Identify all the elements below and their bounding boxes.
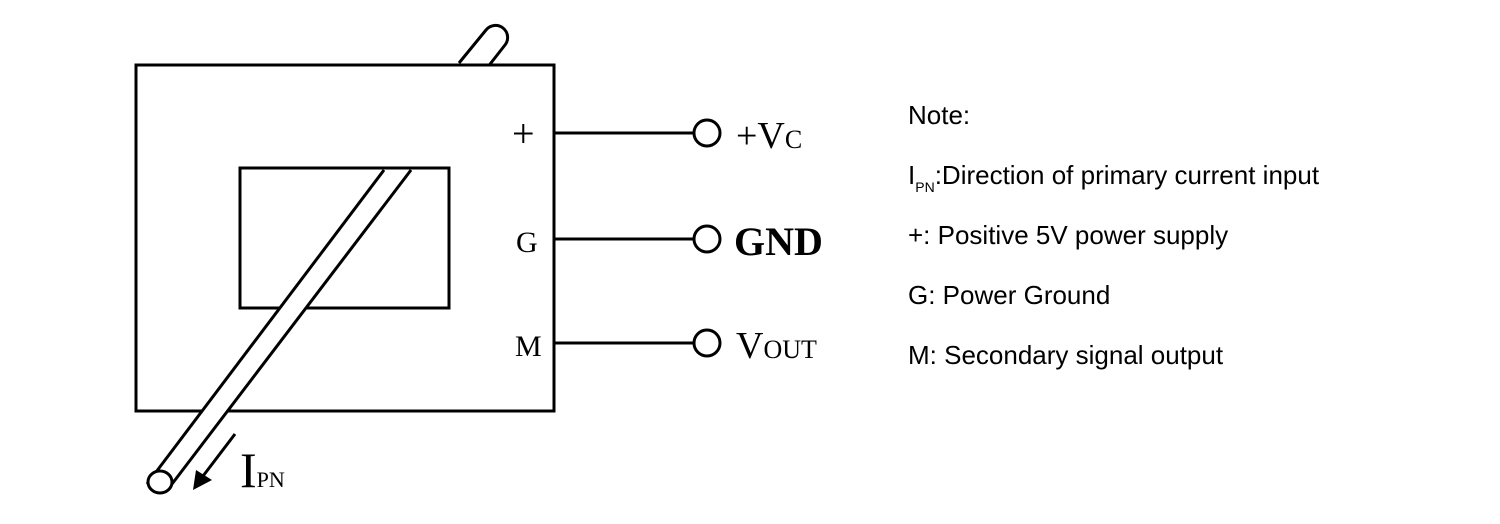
note-ipn-text: :Direction of primary current input xyxy=(934,160,1320,190)
notes-title: Note: xyxy=(908,100,971,130)
conductor-top-stub xyxy=(457,23,510,69)
note-ipn-symbol: I xyxy=(908,160,916,190)
pin-label-m: M xyxy=(515,330,542,363)
note-m: M: Secondary signal output xyxy=(908,340,1224,370)
current-direction-arrow xyxy=(193,433,237,490)
terminal-label-vout: VOUT xyxy=(736,325,817,367)
pin-plus: + +VC xyxy=(512,111,802,157)
conductor-end xyxy=(146,469,174,495)
current-label: IPN xyxy=(240,442,285,498)
pin-ground: G GND xyxy=(516,219,823,264)
primary-conductor xyxy=(145,169,413,495)
pin-label-g: G xyxy=(516,226,538,259)
note-g: G: Power Ground xyxy=(908,280,1111,310)
terminal-label-plus: +VC xyxy=(736,115,802,157)
terminal-gnd xyxy=(692,224,722,254)
terminal-vout xyxy=(692,328,722,358)
note-ipn-subscript: PN xyxy=(915,179,935,195)
terminal-label-gnd: GND xyxy=(734,219,823,264)
terminal-plus xyxy=(692,118,722,148)
pin-output: M VOUT xyxy=(515,325,817,367)
note-plus: +: Positive 5V power supply xyxy=(908,220,1229,250)
pin-label-plus: + xyxy=(512,111,535,156)
note-ipn: IPN:Direction of primary current input xyxy=(908,160,1320,195)
